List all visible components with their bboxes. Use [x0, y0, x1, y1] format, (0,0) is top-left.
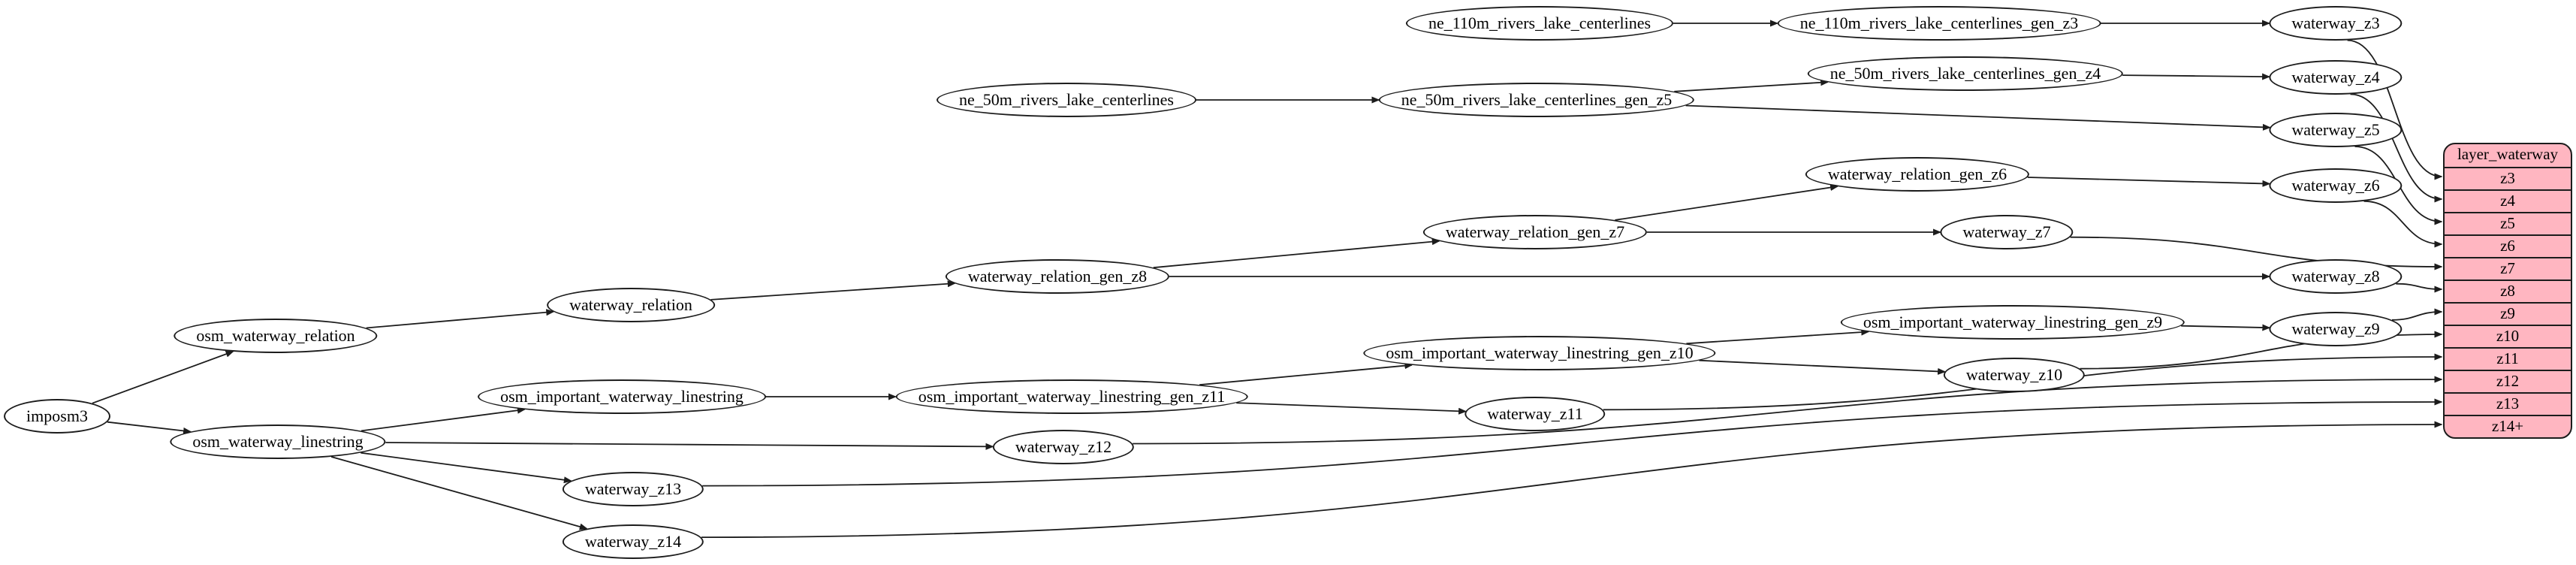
table-row-z6: z6 [2445, 234, 2571, 257]
edge-waterway_z6-to-layer_waterway-z6 [2363, 200, 2443, 248]
graph-node-waterway_z4: waterway_z4 [2269, 60, 2403, 95]
graph-node-osm_waterway_relation: osm_waterway_relation [173, 319, 378, 353]
graph-node-waterway_relation: waterway_relation [547, 288, 715, 322]
edge-waterway_z9-to-layer_waterway-z9 [2391, 308, 2443, 321]
graph-node-osm_important_waterway_linestring_gen_z11: osm_important_waterway_linestring_gen_z1… [895, 379, 1248, 414]
graph-node-waterway_relation_gen_z6: waterway_relation_gen_z6 [1805, 157, 2030, 192]
graph-node-waterway_z14: waterway_z14 [562, 524, 704, 559]
edge-imposm3-to-osm_waterway_linestring [107, 421, 192, 434]
edge-osm_important_waterway_linestring_gen_z9-to-waterway_z9 [2181, 324, 2271, 331]
edge-waterway_z12-to-layer_waterway-z12 [1133, 376, 2443, 445]
edge-ne_50m_rivers_lake_centerlines_gen_z5-to-waterway_z5 [1685, 104, 2271, 131]
edge-waterway_z7-to-layer_waterway-z7 [2070, 236, 2443, 270]
edge-osm_waterway_linestring-to-waterway_z14 [330, 456, 588, 530]
graph-node-waterway_z10: waterway_z10 [1943, 358, 2086, 392]
graph-node-imposm3: imposm3 [4, 399, 110, 434]
edge-ne_50m_rivers_lake_centerlines_gen_z4-to-waterway_z4 [2122, 73, 2271, 80]
graph-node-waterway_z5: waterway_z5 [2269, 113, 2403, 147]
edge-imposm3-to-osm_waterway_relation [92, 350, 234, 404]
edge-waterway_relation-to-waterway_relation_gen_z8 [710, 280, 956, 301]
graph-node-waterway_z7: waterway_z7 [1940, 215, 2074, 249]
table-header: layer_waterway [2457, 145, 2559, 163]
graph-node-waterway_z6: waterway_z6 [2269, 168, 2403, 203]
edge-waterway_z13-to-layer_waterway-z13 [702, 398, 2443, 487]
table-row-z13: z13 [2445, 392, 2571, 415]
graph-node-ne_50m_rivers_lake_centerlines_gen_z5: ne_50m_rivers_lake_centerlines_gen_z5 [1378, 83, 1695, 117]
edge-osm_important_waterway_linestring_gen_z11-to-osm_important_waterway_linestring_gen_z10 [1199, 362, 1413, 386]
graph-node-ne_50m_rivers_lake_centerlines_gen_z4: ne_50m_rivers_lake_centerlines_gen_z4 [1807, 56, 2124, 91]
table-row-z8: z8 [2445, 279, 2571, 302]
table-row-z3: z3 [2445, 167, 2571, 189]
graph-node-ne_50m_rivers_lake_centerlines: ne_50m_rivers_lake_centerlines [937, 83, 1196, 117]
edge-waterway_relation_gen_z6-to-waterway_z6 [2027, 177, 2271, 187]
edge-osm_waterway_linestring-to-osm_important_waterway_linestring [360, 406, 526, 432]
edge-osm_waterway_linestring-to-waterway_z12 [385, 442, 994, 450]
edge-osm_important_waterway_linestring_gen_z10-to-osm_important_waterway_linestring_gen_z9 [1686, 328, 1870, 345]
graph-node-waterway_relation_gen_z7: waterway_relation_gen_z7 [1422, 215, 1648, 249]
edge-waterway_z4-to-layer_waterway-z4 [2350, 93, 2443, 203]
edge-waterway_relation_gen_z7-to-waterway_relation_gen_z6 [1615, 184, 1839, 221]
graph-node-osm_important_waterway_linestring: osm_important_waterway_linestring [478, 379, 766, 414]
graph-node-waterway_z9: waterway_z9 [2269, 312, 2403, 346]
graph-node-waterway_z3: waterway_z3 [2269, 6, 2403, 41]
graph-node-osm_important_waterway_linestring_gen_z10: osm_important_waterway_linestring_gen_z1… [1363, 336, 1716, 370]
graph-node-osm_important_waterway_linestring_gen_z9: osm_important_waterway_linestring_gen_z9 [1840, 305, 2185, 340]
graph-node-ne_110m_rivers_lake_centerlines_gen_z3: ne_110m_rivers_lake_centerlines_gen_z3 [1777, 6, 2101, 41]
edge-osm_waterway_relation-to-waterway_relation [366, 309, 555, 329]
graph-node-ne_110m_rivers_lake_centerlines: ne_110m_rivers_lake_centerlines [1405, 6, 1674, 41]
edge-waterway_relation_gen_z8-to-waterway_relation_gen_z7 [1153, 238, 1440, 269]
edge-waterway_z3-to-layer_waterway-z3 [2347, 39, 2443, 180]
edge-osm_important_waterway_linestring_gen_z10-to-waterway_z10 [1699, 359, 1947, 375]
edge-waterway_z14-to-layer_waterway-z14+ [701, 421, 2443, 538]
table-row-z7: z7 [2445, 257, 2571, 279]
table-row-z11: z11 [2445, 347, 2571, 370]
edge-osm_waterway_linestring-to-waterway_z13 [360, 452, 572, 484]
table-row-z4: z4 [2445, 189, 2571, 212]
table-row-z12: z12 [2445, 370, 2571, 392]
graph-node-osm_waterway_linestring: osm_waterway_linestring [170, 425, 386, 459]
table-row-z9: z9 [2445, 302, 2571, 325]
graph-node-waterway_z11: waterway_z11 [1464, 397, 1606, 431]
table-row-z5: z5 [2445, 212, 2571, 234]
graph-node-waterway_relation_gen_z8: waterway_relation_gen_z8 [945, 259, 1170, 294]
edge-ne_50m_rivers_lake_centerlines_gen_z5-to-ne_50m_rivers_lake_centerlines_gen_z4 [1674, 79, 1829, 92]
table-row-z10: z10 [2445, 325, 2571, 347]
graph-node-waterway_z8: waterway_z8 [2269, 259, 2403, 294]
edge-osm_important_waterway_linestring_gen_z11-to-waterway_z11 [1236, 402, 1467, 415]
table-row-z14+: z14+ [2445, 415, 2571, 437]
edge-waterway_z8-to-layer_waterway-z8 [2396, 282, 2443, 293]
graph-node-waterway_z12: waterway_z12 [992, 430, 1135, 464]
graph-node-waterway_z13: waterway_z13 [562, 472, 704, 506]
